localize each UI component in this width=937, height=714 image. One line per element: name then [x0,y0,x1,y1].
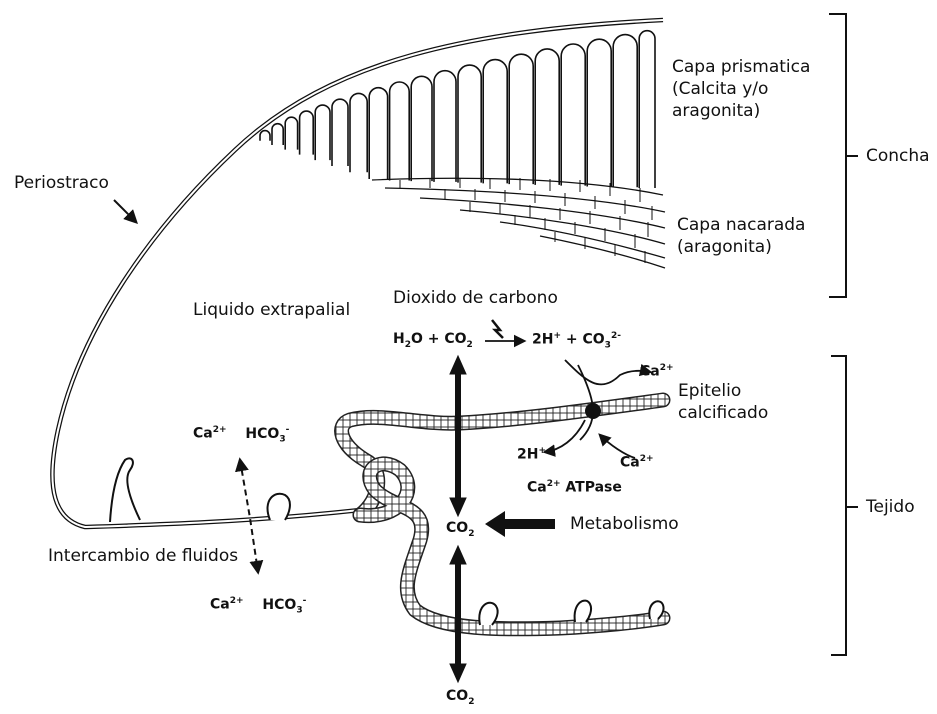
prism-column [300,111,314,155]
fluid-exchange-arrow [240,460,258,572]
upper-hco3-text: HCO [245,426,279,442]
prism-column [332,99,348,166]
prism-column [285,117,297,149]
prismatic-layer [260,31,655,188]
prism-column [483,60,507,184]
h-text: H [393,331,405,347]
upper-hco3-sup: - [286,425,290,435]
atpase-ca-sup: 2+ [547,479,561,489]
reaction-reactants: H2O + CO2 [393,331,473,350]
atpase-label: Ca2+ ATPase [527,479,622,496]
concha-label: Concha [866,145,930,167]
prism-column [613,35,637,188]
capa-prismatica-line-1: Capa prismatica [672,56,810,78]
dioxido-de-carbono-text: Dioxido de carbono [393,288,558,308]
ca-text: Ca [640,364,660,380]
prism-column [272,124,283,145]
tejido-bracket [831,356,858,655]
prism-column [390,82,410,181]
capa-nacarada-line-1: Capa nacarada [677,214,805,236]
ca-in-text: Ca [620,455,640,471]
prism-column [561,44,585,186]
prism-column [458,65,481,182]
ca-out-label: Ca2+ [640,363,674,380]
intercambio-text: Intercambio de fluidos [48,546,238,566]
capa-nacarada-line-2: (aragonita) [677,236,805,258]
reaction-products: 2H+ + CO32- [532,331,621,350]
capa-nacarada-label: Capa nacarada (aragonita) [677,214,805,258]
upper-ca-sup: 2+ [213,425,227,435]
plus-co-text: + CO [561,332,605,348]
upper-ions-label: Ca2+ HCO3- [193,425,289,444]
ca-sup: 2+ [660,363,674,373]
liquido-extrapalial-text: Liquido extrapalial [193,300,350,320]
ca-in-sup: 2+ [640,454,654,464]
prism-column [315,105,330,160]
h-out-sup: + [538,446,546,456]
prism-column [587,39,611,186]
co2-sub: 2 [467,340,473,350]
epitelio-line-2: calcificado [678,402,768,424]
2h-text: 2H [532,332,553,348]
o-co-text: O + CO [411,331,467,347]
lower-hco3-text: HCO [262,597,296,613]
lower-ions-label: Ca2+ HCO3- [210,596,306,615]
co2-mid-text: CO [446,520,468,536]
epitelio-line-1: Epitelio [678,380,768,402]
periostraco-label: Periostraco [14,172,109,194]
metabolism-arrow [485,511,555,537]
prism-column [411,76,432,181]
upper-hco3-sub: 3 [279,434,285,444]
reaction-arrow [485,320,524,341]
tejido-text: Tejido [866,497,915,517]
periostraco-text: Periostraco [14,173,109,193]
intercambio-label: Intercambio de fluidos [48,545,238,567]
tejido-label: Tejido [866,496,915,518]
co3-sub: 3 [605,340,611,350]
epitelio-label: Epitelio calcificado [678,380,768,424]
periostraco-pointer [114,200,136,222]
concha-bracket [829,14,858,297]
prism-column [260,131,270,141]
concha-text: Concha [866,146,930,166]
prism-column [434,71,456,182]
upper-ca-text: Ca [193,426,213,442]
lower-ca-sup: 2+ [230,596,244,606]
co2-mid-sub: 2 [468,529,474,539]
prism-column [369,88,387,179]
co3-sup: 2- [611,331,621,341]
co2-bottom-label: CO2 [446,688,474,707]
atpase-ca-text: Ca [527,480,547,496]
prism-column [639,31,655,188]
dioxido-de-carbono-label: Dioxido de carbono [393,287,558,309]
2h-sup: + [553,331,561,341]
metabolismo-label: Metabolismo [570,513,679,535]
ca-in-label: Ca2+ [620,454,654,471]
co2-middle-label: CO2 [446,520,474,539]
capa-prismatica-line-3: aragonita) [672,100,810,122]
atpase-text: ATPase [565,480,621,496]
lower-hco3-sub: 3 [296,605,302,615]
capa-prismatica-label: Capa prismatica (Calcita y/o aragonita) [672,56,810,122]
prism-column [535,49,559,185]
prism-column [509,54,533,184]
lower-ca-text: Ca [210,597,230,613]
liquido-extrapalial-label: Liquido extrapalial [193,299,350,321]
metabolismo-text: Metabolismo [570,514,679,534]
h-out-text: 2H [517,447,538,463]
co2-bot-sub: 2 [468,697,474,707]
nacre-layer [372,178,665,268]
prism-column [350,93,367,172]
h-out-label: 2H+ [517,446,546,463]
co2-bot-text: CO [446,688,468,704]
capa-prismatica-line-2: (Calcita y/o [672,78,810,100]
lower-hco3-sup: - [303,596,307,606]
